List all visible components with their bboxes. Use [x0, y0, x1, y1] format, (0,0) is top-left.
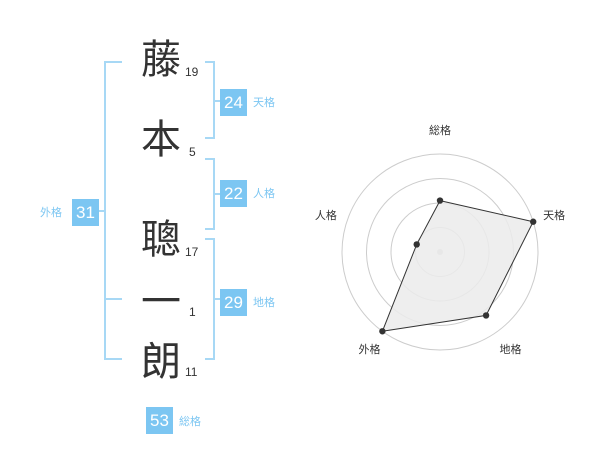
soukaku-label: 総格 — [179, 415, 201, 428]
jinkaku-value: 22 — [220, 180, 247, 207]
radar-axis-label: 総格 — [429, 123, 451, 137]
tenkaku-value: 24 — [220, 89, 247, 116]
gaikaku-divider-tick — [104, 298, 122, 300]
name-char-2: 本 — [141, 117, 181, 163]
name-char-4: 一 — [141, 279, 181, 325]
jinkaku-bracket-tick — [215, 193, 221, 195]
gaikaku-label: 外格 — [40, 206, 62, 219]
radar-axis-label: 人格 — [315, 208, 337, 222]
name-char-1: 藤 — [141, 37, 181, 83]
chikaku-label: 地格 — [253, 296, 275, 309]
jinkaku-bracket — [205, 158, 215, 230]
tenkaku-bracket — [205, 61, 215, 139]
tenkaku-bracket-tick — [215, 100, 221, 102]
gaikaku-value: 31 — [72, 199, 99, 226]
chikaku-value: 29 — [220, 289, 247, 316]
soukaku-value: 53 — [146, 407, 173, 434]
name-char-5: 朗 — [141, 339, 181, 385]
radar-point — [482, 312, 490, 319]
gaikaku-bracket — [104, 61, 122, 360]
radar-point — [413, 241, 420, 248]
name-char-3: 聰 — [141, 217, 181, 263]
radar-point — [436, 197, 444, 204]
radar-shape — [381, 200, 534, 332]
stroke-count-3: 17 — [185, 245, 199, 259]
radar-grid-ring — [341, 153, 539, 351]
gaikaku-bracket-tick — [98, 210, 104, 212]
radar-point — [530, 218, 537, 225]
radar-axis-label: 外格 — [359, 342, 381, 356]
chikaku-bracket — [205, 238, 215, 360]
stroke-count-1: 19 — [185, 65, 199, 79]
chikaku-bracket-tick — [215, 298, 221, 300]
radar-axis-label: 地格 — [500, 342, 522, 356]
tenkaku-label: 天格 — [253, 96, 275, 109]
stroke-count-5: 11 — [185, 365, 198, 379]
stroke-count-4: 1 — [189, 305, 196, 319]
jinkaku-label: 人格 — [253, 187, 275, 200]
radar-axis-label: 天格 — [543, 208, 565, 222]
stroke-count-2: 5 — [189, 145, 196, 159]
radar-point — [379, 328, 386, 335]
